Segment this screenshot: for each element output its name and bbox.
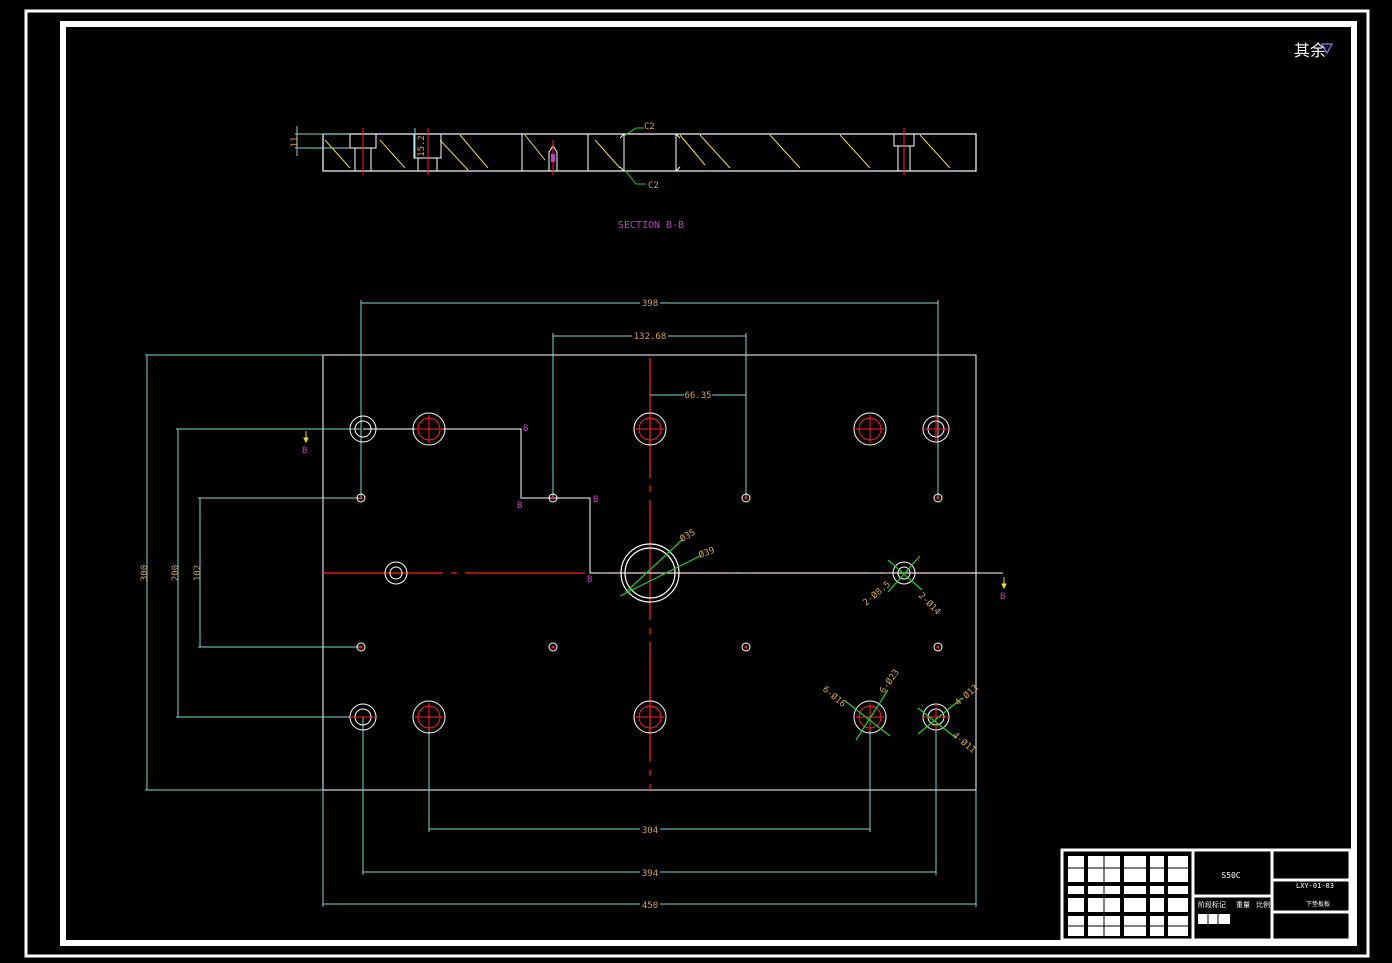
chamfer-top: C2 xyxy=(644,122,655,132)
section-hatch xyxy=(324,134,951,171)
title-label-scale: 比例 xyxy=(1256,900,1270,909)
title-label-weight: 重量 xyxy=(1236,901,1250,909)
section-marker-1: B xyxy=(523,424,528,434)
chamfer-bottom: C2 xyxy=(648,181,659,191)
section-marker-3: B xyxy=(593,495,598,505)
dim-394: 394 xyxy=(642,869,658,879)
outer-frame xyxy=(24,9,1370,958)
dim-section-15-2: 15.2 xyxy=(417,135,427,157)
dimension-lines xyxy=(145,300,977,907)
section-cut-line xyxy=(363,428,1003,574)
dim-304: 304 xyxy=(642,826,658,836)
leader-lines xyxy=(619,539,963,741)
dim-200: 200 xyxy=(171,565,181,581)
section-label: SECTION B-B xyxy=(618,220,684,231)
title-part-name: 下垫板板 xyxy=(1306,900,1330,908)
center-bore xyxy=(620,543,680,603)
title-material: S50C xyxy=(1221,871,1240,880)
hole-label-phi39: Ø39 xyxy=(697,545,716,561)
dim-398: 398 xyxy=(642,299,658,309)
section-view: 11 15.2 C2 C2 SECTION B-B xyxy=(290,122,977,231)
section-divider xyxy=(521,134,589,171)
section-marker-left: B xyxy=(302,446,307,456)
dim-300: 300 xyxy=(140,565,150,581)
dim-132-68: 132.68 xyxy=(634,332,667,342)
title-block: S50C LXY-01-03 下垫板板 阶段标记 重量 比例 xyxy=(1060,848,1352,942)
section-pin-marker xyxy=(551,154,555,162)
dim-section-11: 11 xyxy=(290,137,300,148)
pin-holes xyxy=(356,493,943,652)
section-marker-2: B xyxy=(517,501,522,511)
dim-66-35: 66.35 xyxy=(684,391,711,401)
section-marker-4: B xyxy=(587,575,592,585)
counterbore-holes xyxy=(412,412,887,734)
title-drawing-no: LXY-01-03 xyxy=(1296,882,1334,890)
corner-note: 其余 xyxy=(1294,41,1326,60)
section-marker-right: B xyxy=(1000,592,1005,602)
section-center-bore xyxy=(619,133,681,172)
roughness-symbol-icon xyxy=(1320,43,1334,55)
inner-frame xyxy=(60,21,1357,946)
dim-102: 102 xyxy=(193,565,203,581)
title-label-stage: 阶段标记 xyxy=(1198,900,1226,909)
dim-450: 450 xyxy=(642,901,658,911)
